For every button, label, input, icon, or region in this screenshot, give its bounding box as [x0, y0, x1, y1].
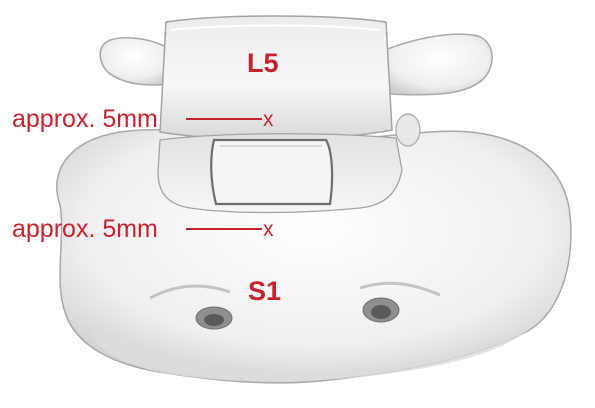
upper-marker: x	[263, 108, 274, 131]
l5-label: L5	[247, 48, 279, 78]
lower-distance-label: approx. 5mm	[12, 215, 158, 243]
upper-distance-label: approx. 5mm	[12, 105, 158, 133]
l5-right-transverse-process	[385, 34, 492, 95]
implant-window	[211, 140, 332, 204]
left-foramen-hole	[204, 314, 224, 326]
s1-label: S1	[248, 276, 281, 306]
l5-left-transverse-process	[100, 38, 170, 85]
lower-marker: x	[263, 218, 274, 241]
l5-facet	[396, 114, 420, 146]
right-foramen-hole	[371, 305, 391, 319]
